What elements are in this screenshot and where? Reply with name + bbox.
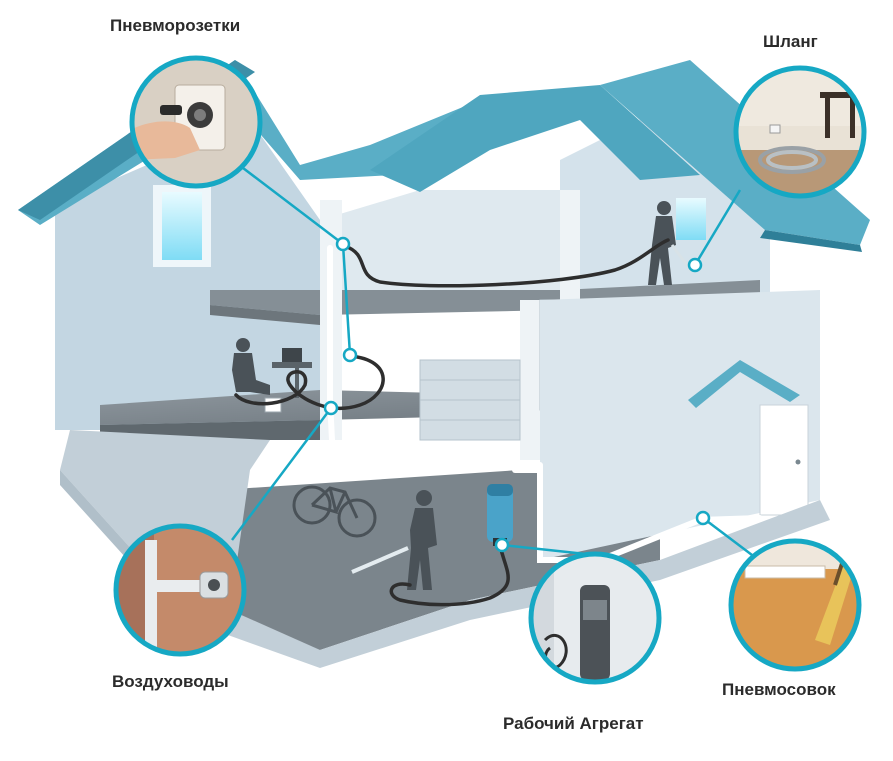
center-wall (320, 190, 560, 300)
label-power-unit: Рабочий Агрегат (503, 714, 644, 733)
roof-right-edge (760, 230, 862, 252)
left-wall (55, 120, 320, 430)
person-seated (232, 338, 270, 395)
power-unit (487, 484, 513, 546)
hose-icon (733, 65, 867, 199)
air-duct-icon (113, 523, 247, 657)
callout-dots (323, 236, 711, 553)
roof-right (600, 60, 870, 245)
label-dustpan: Пневмосовок (722, 680, 836, 699)
roof-middle (370, 85, 700, 192)
bicycle (292, 485, 377, 538)
vacuum-dustpan-icon (728, 538, 862, 672)
label-outlets: Пневморозетки (110, 16, 241, 35)
person-upstairs (648, 201, 676, 285)
garage-wall (540, 290, 820, 560)
vacuum-hoses (234, 238, 670, 607)
garage-roof (688, 360, 800, 408)
stair-wall (520, 300, 540, 460)
window-right (676, 198, 706, 240)
label-hose: Шланг (763, 32, 818, 51)
desk (272, 348, 312, 398)
wall-outlet-icon (129, 55, 263, 189)
garage-door (759, 404, 809, 516)
callout-connectors (231, 167, 753, 557)
person-groundfloor (407, 490, 437, 590)
label-air-ducts: Воздуховоды (112, 672, 229, 691)
house (18, 60, 870, 668)
power-unit-icon (528, 551, 662, 685)
